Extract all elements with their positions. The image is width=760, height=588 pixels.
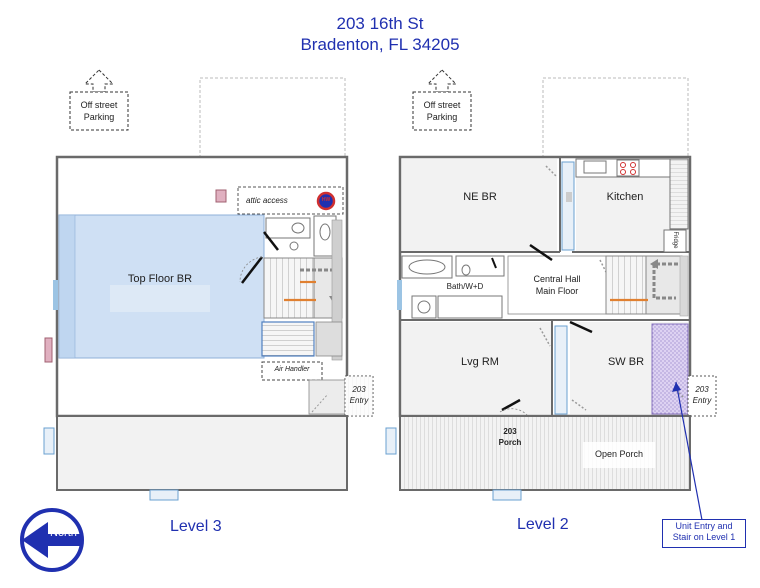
l3-hw-label: HW bbox=[321, 197, 331, 203]
level-3-label: Level 3 bbox=[170, 518, 222, 535]
l2-dryer bbox=[437, 295, 503, 319]
l2-kitchen-sink bbox=[583, 160, 607, 174]
l2-fridge-label: Fridge bbox=[672, 231, 678, 249]
l2-porch-deck bbox=[399, 415, 691, 491]
l3-air-handler bbox=[261, 361, 323, 381]
l2-sw-closet bbox=[554, 325, 568, 415]
l3-sink bbox=[291, 222, 305, 234]
l2-porch-step bbox=[492, 489, 522, 501]
l3-window-west bbox=[44, 337, 53, 363]
l3-stair-run bbox=[263, 257, 315, 319]
l2-lvg-rm bbox=[402, 322, 552, 414]
l3-porch-step bbox=[149, 489, 179, 501]
l2-sw-br-door bbox=[569, 320, 593, 334]
l3-closet bbox=[58, 214, 76, 359]
l2-ne-br-door bbox=[529, 243, 553, 262]
l2-ne-closet bbox=[561, 161, 575, 251]
l2-ne-br-label: NE BR bbox=[463, 191, 497, 203]
l3-entry-landing bbox=[308, 379, 346, 415]
l3-stair-wall bbox=[331, 219, 343, 361]
l3-bath-door bbox=[263, 231, 279, 251]
l2-window-west bbox=[397, 280, 402, 310]
level-2-label: Level 2 bbox=[517, 516, 569, 533]
l2-bath-label: Bath/W+D bbox=[446, 282, 484, 291]
l2-ghost-outline bbox=[542, 77, 689, 159]
l2-porch-door bbox=[501, 398, 521, 412]
l3-hw-heater bbox=[316, 191, 336, 211]
l3-window-north bbox=[215, 189, 227, 203]
l2-central-hall bbox=[507, 255, 607, 315]
l3-porch-roof bbox=[56, 415, 348, 491]
l2-unit-entry-stair bbox=[651, 323, 689, 415]
address-line-1: 203 16th St bbox=[336, 14, 424, 33]
l3-window-west-2 bbox=[53, 280, 58, 310]
l3-porch-window bbox=[43, 427, 55, 455]
l3-br-door bbox=[241, 256, 263, 284]
l2-ne-br bbox=[402, 159, 557, 252]
callout-leader bbox=[675, 381, 703, 521]
l2-stair-landing bbox=[645, 255, 683, 315]
l3-top-floor-br-label: Top Floor BR bbox=[127, 273, 193, 285]
north-compass bbox=[20, 508, 84, 572]
l3-toilet bbox=[289, 241, 299, 251]
address-line-2: Bradenton, FL 34205 bbox=[300, 35, 460, 54]
l2-parking-sign bbox=[412, 69, 472, 131]
l3-lower-stair bbox=[261, 321, 315, 357]
l2-open-porch-label: Open Porch bbox=[594, 449, 644, 459]
l2-kitchen-label: Kitchen bbox=[606, 191, 644, 203]
l2-stove bbox=[616, 159, 640, 177]
l2-sw-br-label: SW BR bbox=[607, 356, 645, 368]
l2-lvg-rm-label: Lvg RM bbox=[461, 356, 499, 368]
l2-stair-run bbox=[605, 255, 647, 315]
l3-attic-access-label: attic access bbox=[246, 196, 288, 205]
l2-washer bbox=[411, 295, 437, 319]
l2-entry-box bbox=[687, 375, 717, 417]
l3-br-label-bg bbox=[110, 285, 210, 312]
l2-toilet bbox=[461, 264, 471, 276]
l2-fridge bbox=[663, 229, 687, 253]
l3-parking-sign bbox=[69, 69, 129, 131]
l3-air-handler-label: Air Handler bbox=[274, 366, 310, 373]
l2-porch-window bbox=[385, 427, 397, 455]
compass-label: North bbox=[50, 527, 77, 539]
l3-ghost-outline bbox=[199, 77, 346, 159]
